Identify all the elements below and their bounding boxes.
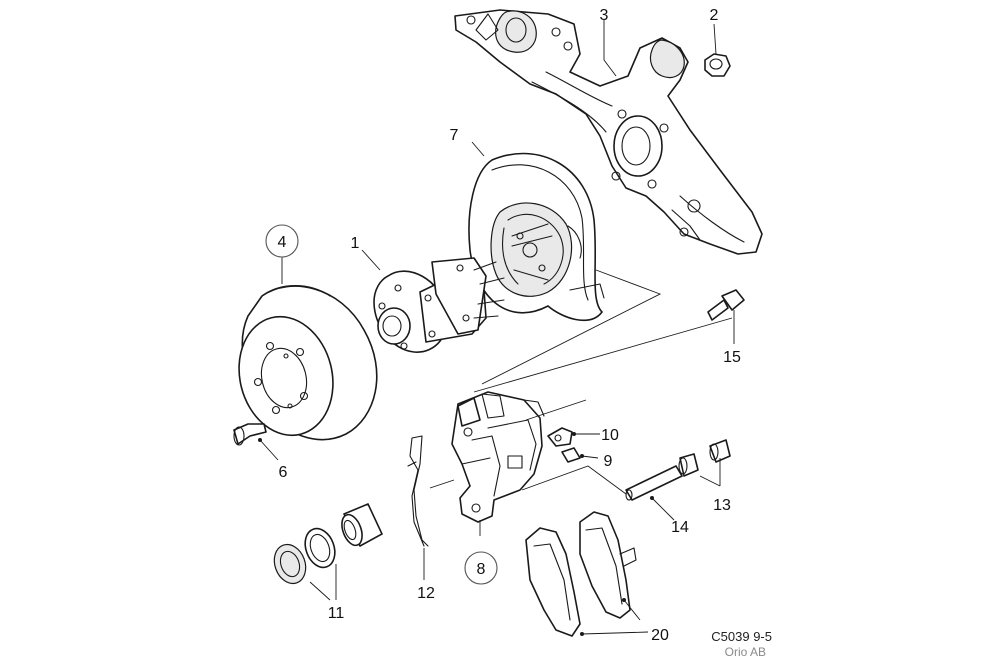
part-labels: 3 2 7 1 4 15 10 9 6 13 14 8 12 11 20 — [265, 7, 741, 644]
piston-seal-part — [273, 503, 383, 585]
label-3: 3 — [600, 7, 609, 24]
figure-caption: C5039 9-5 Orio AB — [711, 629, 772, 659]
label-4-circle — [265, 224, 299, 258]
label-13: 13 — [713, 497, 731, 514]
label-14: 14 — [671, 519, 689, 536]
caption-code: C5039 9-5 — [711, 629, 772, 644]
label-4: 4 — [278, 234, 287, 251]
leader-lines — [258, 20, 735, 636]
nut-part — [704, 53, 731, 77]
assembly-lines — [429, 269, 733, 495]
steering-knuckle-part — [454, 9, 763, 255]
bracket-part — [547, 427, 573, 447]
label-15: 15 — [723, 349, 741, 366]
guide-pin-part — [625, 439, 731, 501]
backing-plate-part — [468, 152, 605, 322]
label-7: 7 — [450, 127, 459, 144]
brake-caliper-part — [451, 391, 545, 523]
label-12: 12 — [417, 585, 435, 602]
label-1: 1 — [351, 235, 360, 252]
wheel-hub-part — [373, 257, 505, 353]
label-6: 6 — [279, 464, 288, 481]
label-8-circle — [464, 551, 498, 585]
spring-clip-part — [407, 435, 429, 547]
label-2: 2 — [710, 7, 719, 24]
label-20: 20 — [651, 627, 669, 644]
label-11: 11 — [328, 605, 345, 622]
caption-company: Orio AB — [725, 645, 766, 659]
brake-disc-part — [238, 285, 378, 441]
disc-screw-part — [233, 423, 267, 446]
bleed-screw-part — [561, 447, 581, 463]
brake-pads-part — [525, 511, 637, 637]
label-9: 9 — [604, 453, 613, 470]
label-10: 10 — [601, 427, 619, 444]
caliper-bolt-part — [707, 289, 745, 321]
label-8: 8 — [477, 561, 486, 578]
